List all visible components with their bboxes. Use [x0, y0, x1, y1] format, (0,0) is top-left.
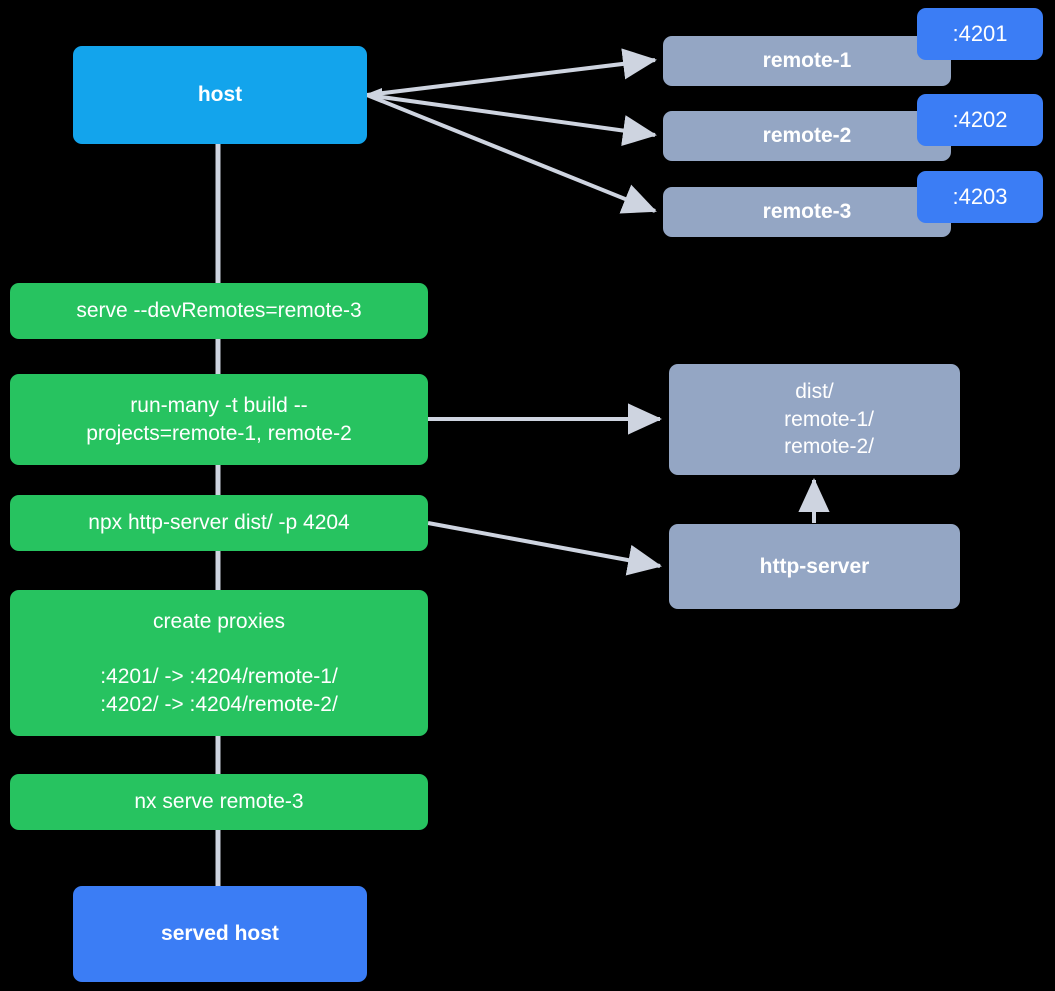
- edge-host-to-remote-2: [366, 93, 657, 147]
- node-command-nx-serve-remote-3-label: nx serve remote-3: [134, 790, 304, 814]
- node-remote-3[interactable]: remote-3: [663, 187, 951, 237]
- node-http-server[interactable]: http-server: [669, 524, 960, 609]
- node-command-run-many-build-label: run-many -t build -- projects=remote-1, …: [86, 393, 352, 445]
- node-dist-artifact-label: dist/ remote-1/ remote-2/: [784, 379, 875, 459]
- node-host-label: host: [197, 83, 243, 107]
- edge-host-to-remote-3: [366, 93, 657, 214]
- node-served-host-label: served host: [161, 922, 279, 946]
- node-command-nx-serve-remote-3[interactable]: nx serve remote-3: [10, 774, 428, 830]
- badge-remote-3-port-label: :4203: [952, 184, 1008, 209]
- edge-npx-to-httpserver: [427, 521, 662, 576]
- badge-remote-1-port-label: :4201: [952, 21, 1008, 46]
- node-command-npx-http-server-label: npx http-server dist/ -p 4204: [88, 511, 350, 535]
- node-remote-2[interactable]: remote-2: [663, 111, 951, 161]
- node-served-host[interactable]: served host: [73, 886, 367, 982]
- node-command-npx-http-server[interactable]: npx http-server dist/ -p 4204: [10, 495, 428, 551]
- node-dist-artifact[interactable]: dist/ remote-1/ remote-2/: [669, 364, 960, 475]
- node-command-create-proxies[interactable]: create proxies :4201/ -> :4204/remote-1/…: [10, 590, 428, 736]
- node-remote-1[interactable]: remote-1: [663, 36, 951, 86]
- node-command-serve-devremotes[interactable]: serve --devRemotes=remote-3: [10, 283, 428, 339]
- node-command-serve-devremotes-label: serve --devRemotes=remote-3: [76, 299, 362, 323]
- edge-host-to-remote-1: [366, 48, 657, 97]
- node-remote-2-label: remote-2: [762, 124, 852, 148]
- badge-remote-2-port-label: :4202: [952, 107, 1008, 132]
- node-remote-1-label: remote-1: [762, 49, 852, 73]
- node-command-create-proxies-label: create proxies :4201/ -> :4204/remote-1/…: [100, 609, 338, 716]
- node-host[interactable]: host: [73, 46, 367, 144]
- node-remote-3-label: remote-3: [762, 200, 852, 224]
- node-command-run-many-build[interactable]: run-many -t build -- projects=remote-1, …: [10, 374, 428, 465]
- badge-remote-1-port: :4201: [917, 8, 1043, 60]
- node-http-server-label: http-server: [759, 554, 870, 578]
- badge-remote-3-port: :4203: [917, 171, 1043, 223]
- badge-remote-2-port: :4202: [917, 94, 1043, 146]
